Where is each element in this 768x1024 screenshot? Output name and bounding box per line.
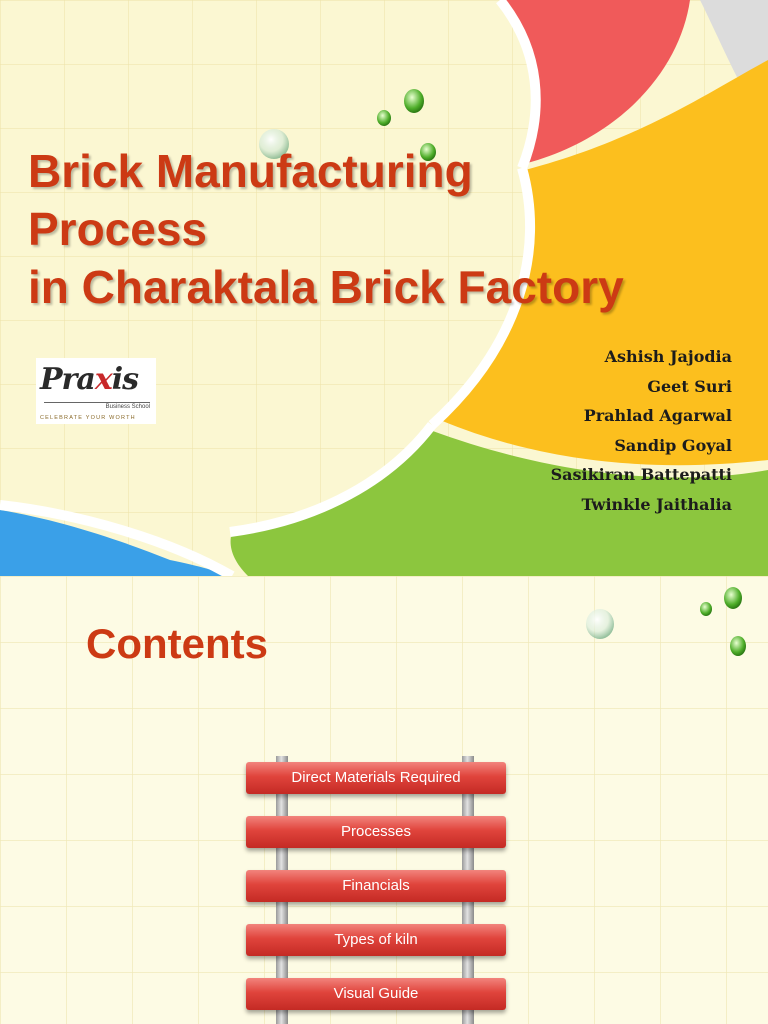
title-line: Process — [28, 203, 208, 255]
title-line: in Charaktala Brick Factory — [28, 261, 624, 313]
droplet-icon — [404, 89, 424, 113]
logo-tagline: CELEBRATE YOUR WORTH — [40, 415, 136, 421]
author-name: Sandip Goyal — [614, 435, 732, 455]
blue-petal — [0, 510, 228, 576]
author-name: Geet Suri — [647, 376, 732, 396]
author-name: Twinkle Jaithalia — [581, 494, 732, 514]
droplet-icon — [420, 143, 436, 161]
droplet-icon — [730, 636, 746, 656]
menu-item-visual-guide[interactable]: Visual Guide — [246, 978, 506, 1010]
author-name: Ashish Jajodia — [604, 347, 732, 366]
contents-heading: Contents — [86, 620, 268, 667]
menu-item-financials[interactable]: Financials — [246, 870, 506, 902]
decorative-petals — [0, 0, 768, 576]
droplet-icon — [377, 110, 391, 126]
decorative-droplets — [586, 587, 746, 656]
green-petal — [230, 430, 768, 576]
yellow-petal — [440, 60, 768, 466]
author-name: Sasikiran Battepatti — [550, 465, 732, 485]
droplet-icon — [724, 587, 742, 609]
contents-slide: Contents Direct Materials Required Proce… — [0, 576, 768, 1024]
droplet-icon — [586, 609, 614, 639]
menu-item-types-of-kiln[interactable]: Types of kiln — [246, 924, 506, 956]
menu-item-processes[interactable]: Processes — [246, 816, 506, 848]
logo-school-text: Business School — [105, 404, 150, 410]
red-petal — [500, 0, 690, 165]
title-slide: Brick Manufacturing Process in Charaktal… — [0, 0, 768, 576]
droplet-icon — [259, 129, 289, 159]
logo-wordmark: Praxis — [40, 362, 139, 397]
presentation-title: Brick Manufacturing Process in Charaktal… — [28, 142, 624, 316]
droplet-icon — [700, 602, 712, 616]
praxis-logo: Praxis Business School CELEBRATE YOUR WO… — [36, 358, 156, 424]
menu-item-direct-materials[interactable]: Direct Materials Required — [246, 762, 506, 794]
title-line: Brick Manufacturing — [28, 145, 473, 197]
author-list: Ashish Jajodia Geet Suri Prahlad Agarwal… — [551, 342, 732, 520]
logo-rule — [44, 402, 150, 403]
author-name: Prahlad Agarwal — [583, 406, 732, 426]
